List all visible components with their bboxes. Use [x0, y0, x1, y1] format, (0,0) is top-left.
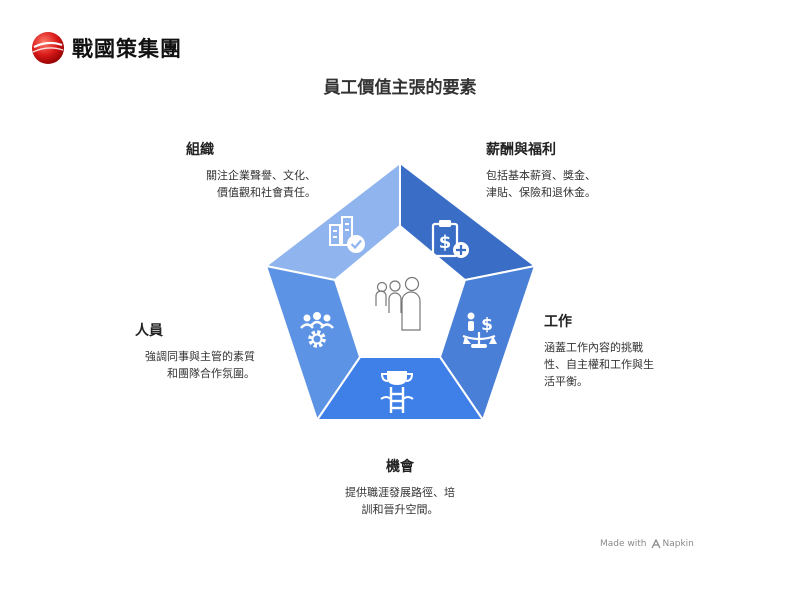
- trophy-ladder-icon: [380, 371, 414, 413]
- clipboard-dollar-icon: $: [431, 220, 469, 258]
- pentagon-segments: [263, 160, 538, 423]
- element-description: 包括基本薪資、獎金、 津貼、保險和退休金。: [486, 169, 596, 199]
- logo-text: 戰國策集團: [72, 36, 182, 61]
- element-organization: 組織 關注企業聲譽、文化、 價值觀和社會責任。: [176, 139, 316, 201]
- element-title: 組織: [186, 142, 214, 158]
- element-title: 機會: [386, 459, 414, 475]
- element-compensation: 薪酬與福利 包括基本薪資、獎金、 津貼、保險和退休金。: [486, 139, 636, 201]
- logo-globe-icon: [32, 32, 64, 64]
- svg-text:$: $: [439, 232, 452, 253]
- building-check-icon: [329, 216, 365, 253]
- element-description: 提供職涯發展路徑、培 訓和晉升空間。: [345, 486, 455, 516]
- element-people: 人員 強調同事與主管的素質 和團隊合作氛圍。: [105, 320, 255, 382]
- element-title: 薪酬與福利: [486, 142, 556, 158]
- element-title: 人員: [135, 323, 163, 339]
- element-title: 工作: [544, 314, 572, 330]
- page-title: 員工價值主張的要素: [323, 78, 477, 98]
- company-logo: 戰國策集團: [30, 30, 182, 66]
- center-pentagon: [335, 226, 465, 357]
- element-description: 強調同事與主管的素質 和團隊合作氛圍。: [145, 350, 255, 380]
- footer-brand: Napkin: [662, 539, 694, 549]
- svg-text:$: $: [481, 315, 493, 335]
- balance-scale-icon: $: [462, 312, 497, 348]
- team-gear-icon: [300, 312, 334, 348]
- made-with-footer: Made with Napkin: [600, 539, 694, 549]
- people-group-icon: [375, 276, 421, 331]
- element-opportunities: 機會 提供職涯發展路徑、培 訓和晉升空間。: [320, 456, 480, 518]
- footer-prefix: Made with: [600, 539, 647, 549]
- element-description: 關注企業聲譽、文化、 價值觀和社會責任。: [206, 169, 316, 199]
- element-description: 涵蓋工作內容的挑戰 性、自主權和工作與生 活平衡。: [544, 341, 654, 388]
- element-work: 工作 涵蓋工作內容的挑戰 性、自主權和工作與生 活平衡。: [544, 311, 674, 390]
- napkin-logo-icon: [650, 539, 661, 549]
